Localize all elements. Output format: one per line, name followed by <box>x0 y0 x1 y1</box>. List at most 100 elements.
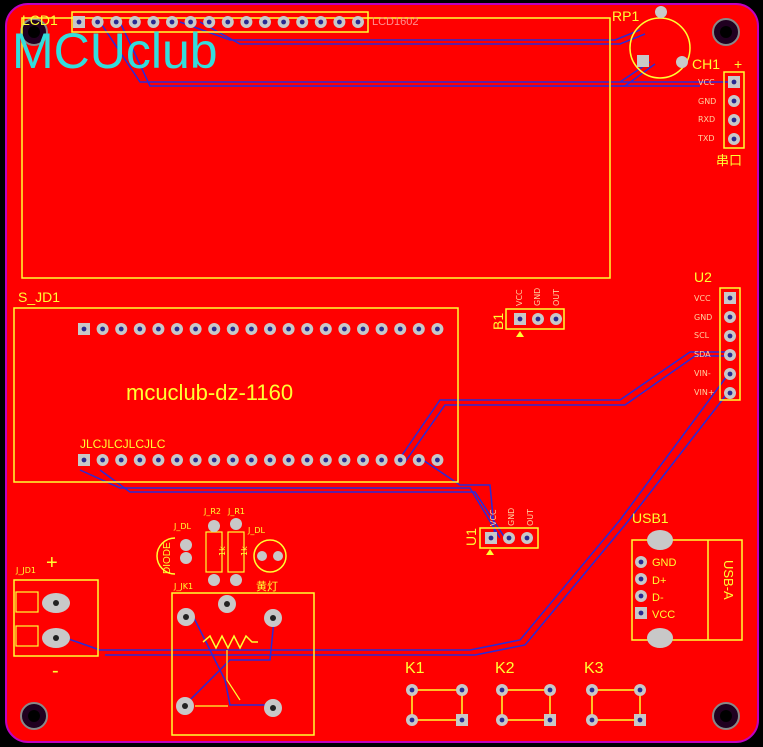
usb1-shield-pad <box>647 530 673 550</box>
pad-hole <box>727 333 733 339</box>
r2-value: 1k <box>218 546 227 556</box>
pad-hole <box>188 19 194 25</box>
copper-pour <box>5 3 759 743</box>
pad-hole <box>727 314 733 320</box>
usb1-pin-label: D- <box>652 592 664 604</box>
pad-hole <box>638 559 644 565</box>
u2-pin-label: GND <box>694 313 713 322</box>
r1-ref: J_R1 <box>228 507 246 516</box>
pad-hole <box>416 457 422 463</box>
u2-pin-label: VIN+ <box>694 388 715 397</box>
led-ref: J_DL <box>248 526 265 535</box>
s-jd1-ref: S_JD1 <box>18 289 61 305</box>
ch1-caption: 串口 <box>716 153 743 168</box>
pad-hole <box>547 687 553 693</box>
pad-hole <box>506 535 512 541</box>
mounting-hole <box>20 702 48 730</box>
pad-hole <box>397 457 403 463</box>
diode-text: DIODE <box>162 542 173 574</box>
pad-hole <box>286 457 291 463</box>
pad-hole <box>267 326 273 332</box>
pad-hole <box>488 535 494 541</box>
pad-hole <box>342 457 347 463</box>
u1-outline <box>479 527 539 549</box>
led-outline <box>253 539 287 573</box>
pad-hole <box>379 326 384 332</box>
ch1-plus: + <box>734 56 743 72</box>
u2-pin-label: VCC <box>694 294 711 303</box>
b1-outline <box>505 308 565 330</box>
u2-pin-label: SDA <box>694 350 711 359</box>
pad-hole <box>459 687 465 693</box>
pad-hole <box>318 19 324 25</box>
pad-hole <box>323 457 329 463</box>
pad-hole <box>174 326 180 332</box>
mounting-hole <box>20 18 48 46</box>
r1-outline <box>227 531 245 573</box>
power-minus: - <box>52 660 59 682</box>
pad-hole <box>409 717 415 723</box>
pad-hole <box>638 593 644 599</box>
pad-hole <box>355 19 361 25</box>
pad-hole <box>459 717 465 723</box>
pad-hole <box>731 117 737 123</box>
pad-hole <box>304 457 310 463</box>
ch1-pin-label: TXD <box>698 134 715 143</box>
pad-hole <box>589 687 595 693</box>
pad-hole <box>323 326 329 332</box>
pad-hole <box>100 457 105 463</box>
logo-text: MCUclub <box>12 23 218 79</box>
u2-pin-label: SCL <box>694 331 710 340</box>
rp1-outline <box>629 17 691 79</box>
pad-hole <box>379 457 384 463</box>
diode-ref: J_DL <box>174 522 191 531</box>
s-jd1-bottom-pins <box>78 454 444 466</box>
u2-outline <box>719 287 741 401</box>
pad-hole <box>416 326 422 332</box>
ch1-pin-label: RXD <box>698 115 716 124</box>
u1-pin-label: OUT <box>526 508 535 526</box>
pad-hole <box>211 326 217 332</box>
pad-hole <box>230 457 236 463</box>
pad-hole <box>517 316 523 322</box>
pad-hole <box>156 326 161 332</box>
pad-hole <box>193 457 199 463</box>
switch-outline <box>411 689 463 721</box>
usb1-label: USB-A <box>721 560 736 600</box>
pad-hole <box>727 371 733 377</box>
traces <box>59 21 735 706</box>
u1-pins <box>485 532 533 544</box>
u1-ref: U1 <box>463 528 479 546</box>
pad-hole <box>435 457 440 463</box>
usb1-outline <box>631 539 743 641</box>
diode-outline <box>156 537 176 575</box>
pad-hole <box>281 19 286 25</box>
module-title: mcuclub-dz-1160 <box>126 380 294 405</box>
k3-ref: K3 <box>584 660 604 677</box>
pad-hole <box>156 457 161 463</box>
rp1-ref: RP1 <box>612 8 640 24</box>
lcd-name: LCD1602 <box>372 16 419 28</box>
pad-hole <box>299 19 305 25</box>
pad-hole <box>249 457 254 463</box>
k1-ref: K1 <box>405 660 425 677</box>
switch-outline <box>591 689 641 721</box>
relay-outline <box>171 592 315 736</box>
pad-hole <box>206 19 212 25</box>
u1-pin1-marker <box>486 549 494 555</box>
pad-hole <box>174 457 180 463</box>
pad-hole <box>547 717 553 723</box>
power-terminal-outline <box>13 579 99 657</box>
pad-hole <box>118 326 124 332</box>
pad-hole <box>132 19 138 25</box>
s-jd1-outline <box>13 307 459 483</box>
ch1-pin-label: VCC <box>698 78 715 87</box>
pad-hole <box>118 457 124 463</box>
pad-hole <box>211 457 217 463</box>
usb1-ref: USB1 <box>632 510 669 526</box>
pad-hole <box>262 19 268 25</box>
s-jd1-top-pins <box>78 323 444 335</box>
u1-pin-label: GND <box>507 507 516 526</box>
u1-pin-label: VCC <box>489 509 498 526</box>
